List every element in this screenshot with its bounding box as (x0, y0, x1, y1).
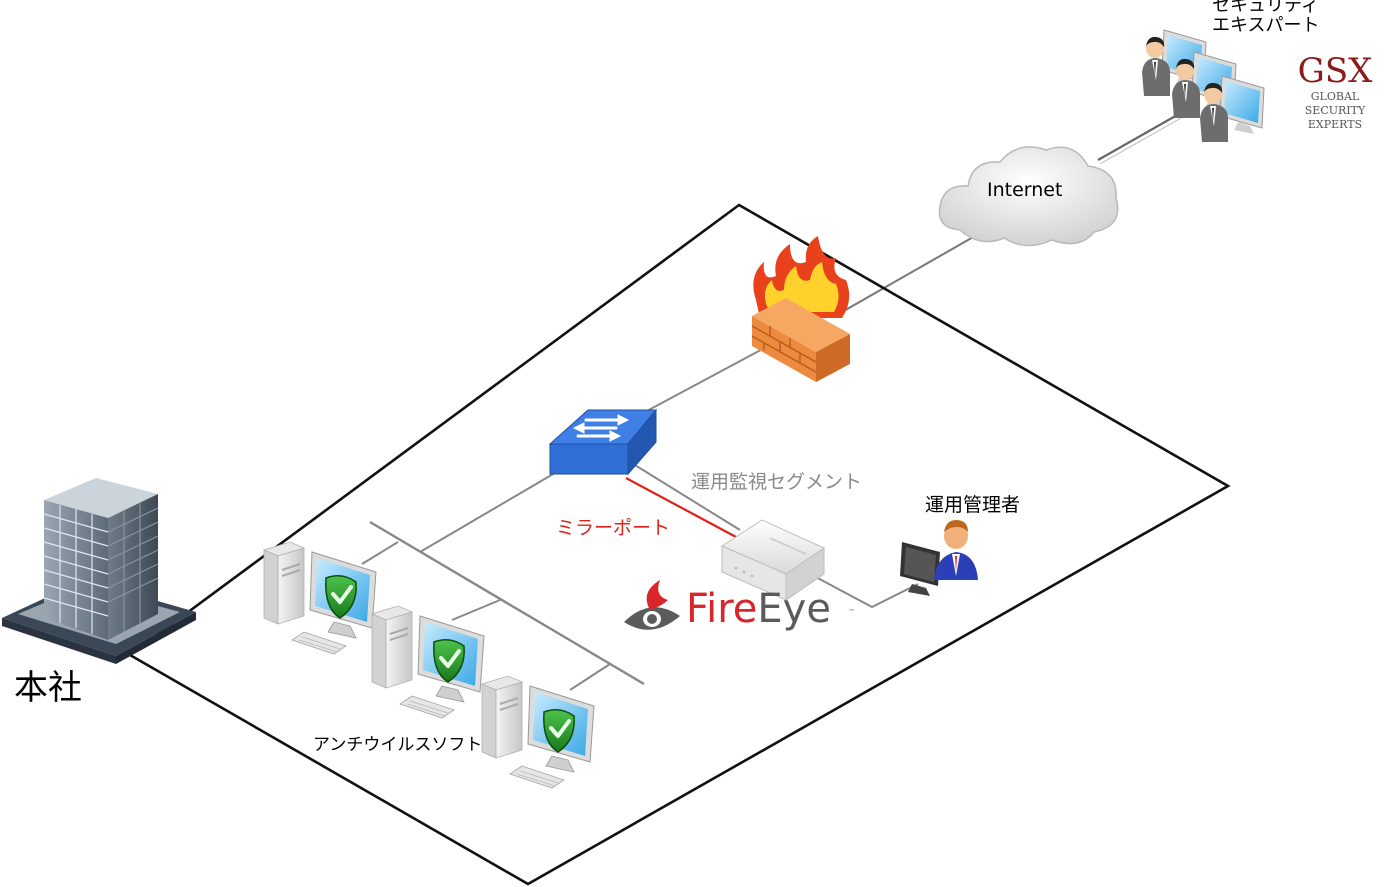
security-experts-label-line1: セキュリティ (1212, 0, 1319, 16)
antivirus-label: アンチウイルスソフト (313, 735, 483, 755)
fireeye-logo-eye: Eye (757, 586, 831, 632)
lan-bus (369, 520, 645, 686)
gsx-logo: GSX GLOBAL SECURITY EXPERTS (1290, 52, 1380, 132)
building-icon (2, 478, 196, 664)
antivirus-pc-icon (480, 674, 596, 790)
mirror-port-label: ミラーポート (556, 517, 671, 539)
security-experts-label-line2: エキスパート (1212, 15, 1320, 36)
cloud-icon (938, 146, 1119, 247)
admin-workstation-icon (900, 520, 978, 596)
security-experts-label: セキュリティ エキスパート (1212, 0, 1319, 36)
headquarters-boundary (127, 203, 1231, 886)
mirror-port-link (625, 477, 737, 538)
gsx-logo-line: GLOBAL (1310, 90, 1360, 103)
link-firewall-internet (841, 231, 983, 313)
link-switch-firewall (644, 344, 771, 413)
gsx-logo-line: SECURITY (1304, 104, 1366, 117)
antivirus-pc-icon (262, 540, 378, 656)
monitoring-segment-label: 運用監視セグメント (691, 471, 863, 493)
gsx-logo-mark: GSX (1297, 51, 1373, 91)
internet-label: Internet (987, 179, 1063, 201)
operations-admin-label: 運用管理者 (925, 494, 1021, 516)
fireeye-logo-fire: Fire (686, 586, 758, 632)
fireeye-logo-icon (624, 580, 680, 630)
gsx-logo-line: EXPERTS (1307, 118, 1363, 131)
antivirus-pc-icon (370, 604, 486, 720)
link-switch-lan (419, 469, 561, 553)
fireeye-trademark: ™ (848, 608, 855, 616)
fireeye-logo-wordmark: FireEye (686, 586, 831, 632)
link-switch-fireeye (629, 461, 741, 531)
fireeye-appliance-icon (720, 519, 826, 601)
firewall-icon (751, 236, 850, 382)
link-internet-experts (1097, 109, 1187, 161)
link-fireeye-admin (811, 574, 919, 609)
switch-icon (548, 408, 658, 476)
headquarters-label: 本社 (14, 668, 82, 708)
